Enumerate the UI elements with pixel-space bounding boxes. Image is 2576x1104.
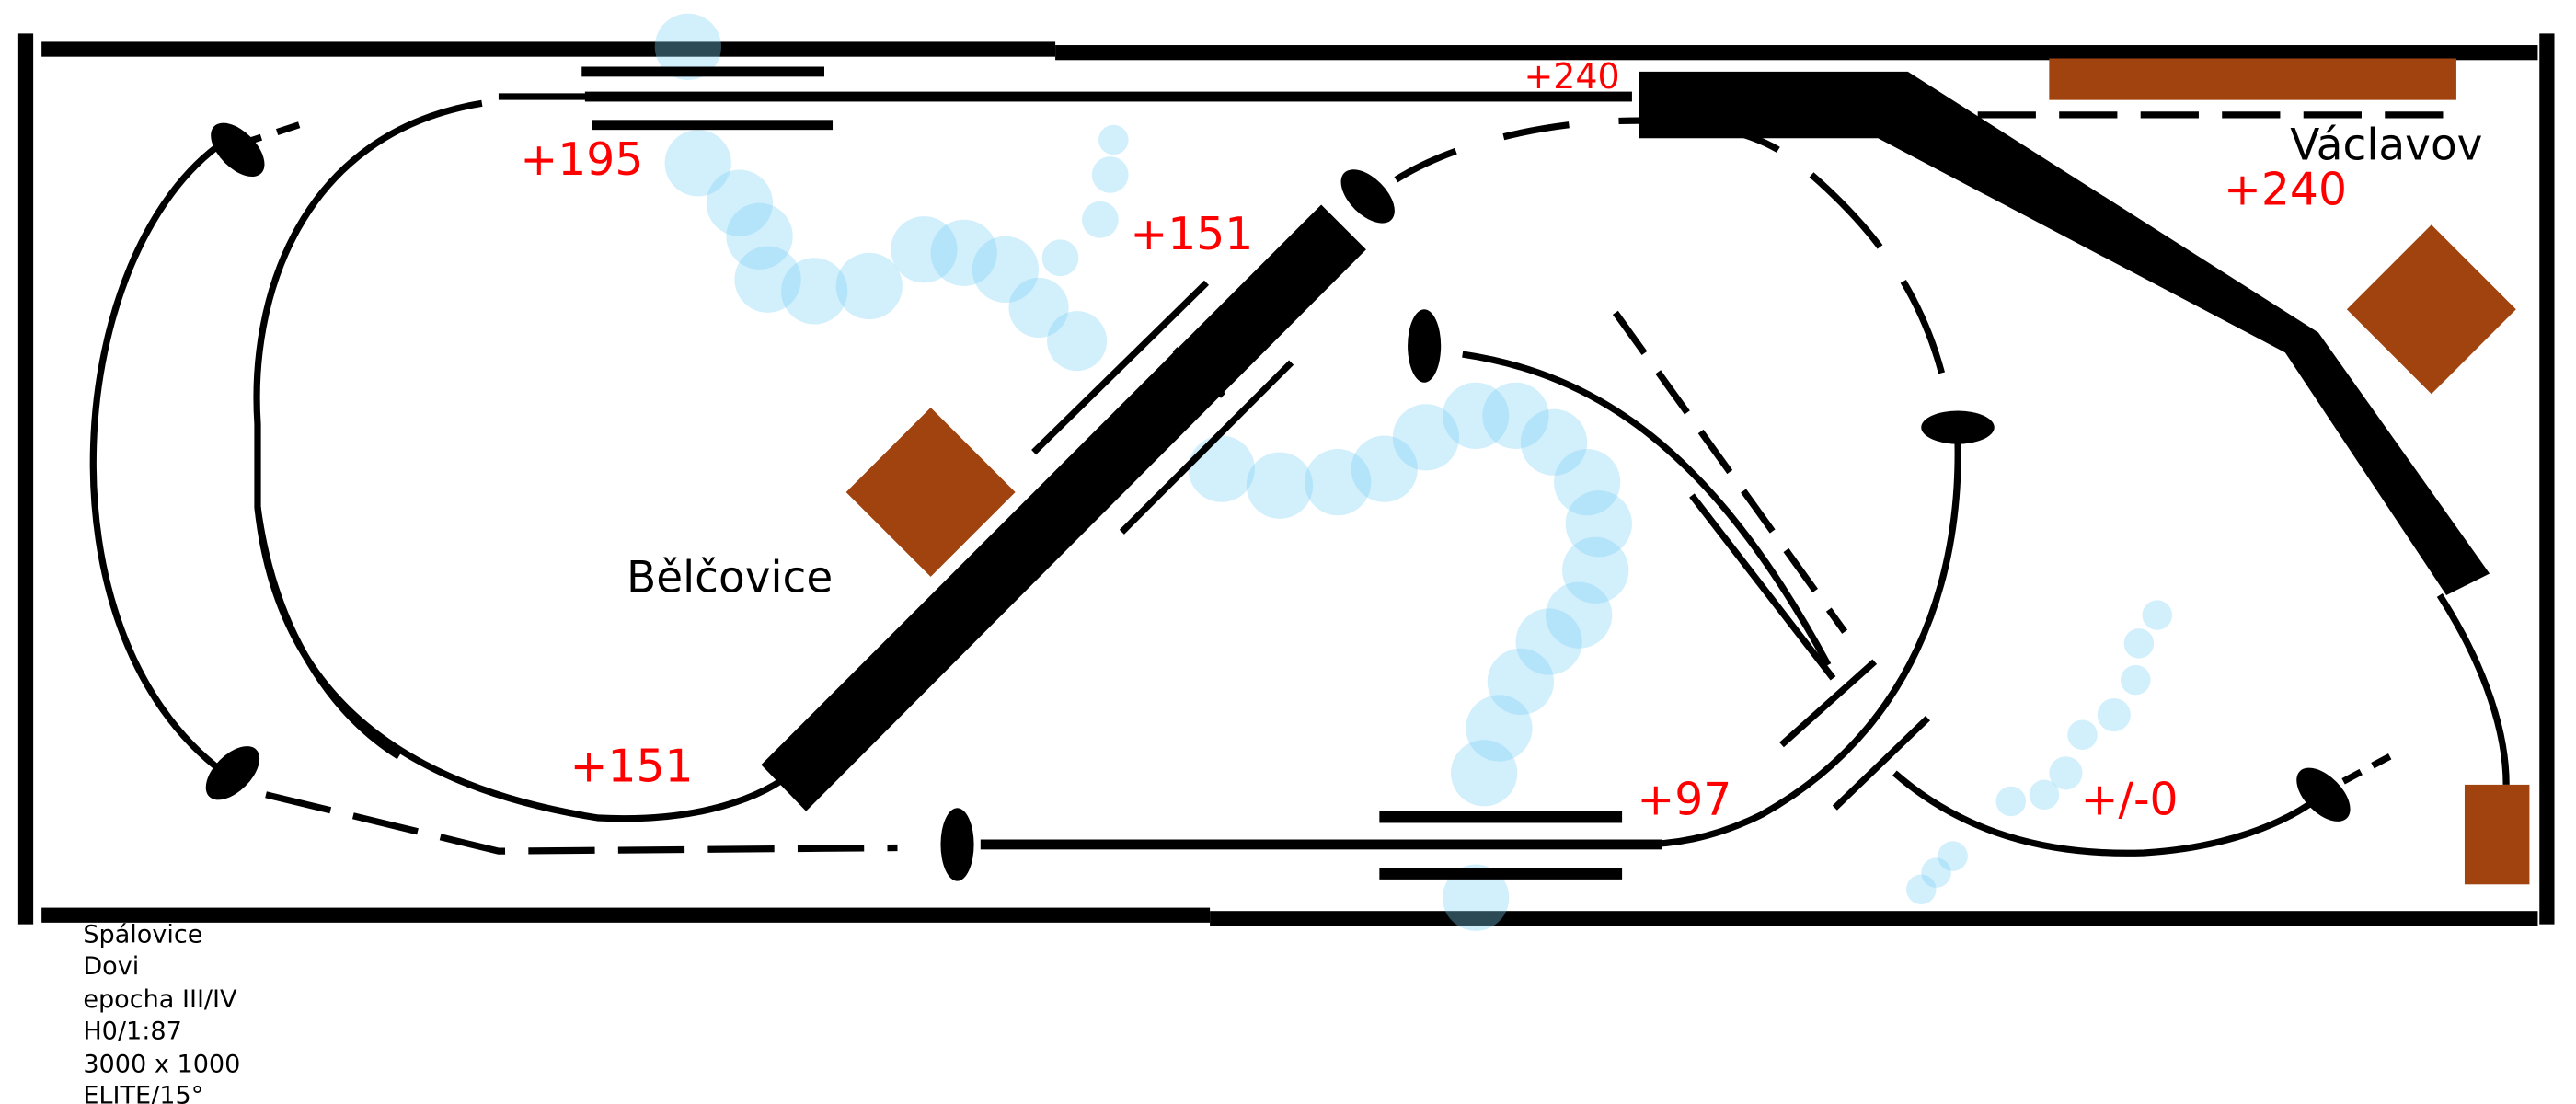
info-scale: H0/1:87 bbox=[83, 1017, 182, 1045]
height-label: +195 bbox=[520, 133, 643, 186]
height-label: +151 bbox=[1130, 208, 1253, 260]
info-size: 3000 x 1000 bbox=[83, 1050, 240, 1078]
info-epoch: epocha III/IV bbox=[83, 985, 237, 1014]
building-vaclavov-side bbox=[2346, 224, 2516, 395]
tracks bbox=[89, 66, 2510, 881]
info-block: Spálovice Dovi epocha III/IV H0/1:87 300… bbox=[83, 921, 240, 1104]
stream-water bbox=[654, 13, 2173, 931]
height-label: +240 bbox=[2224, 163, 2347, 215]
buildings bbox=[845, 58, 2530, 885]
building-vaclavov-station bbox=[2049, 58, 2456, 100]
height-label: +97 bbox=[1637, 773, 1731, 825]
height-label: +151 bbox=[570, 740, 694, 792]
building-corner bbox=[2464, 784, 2530, 885]
info-track-system: ELITE/15° bbox=[83, 1082, 203, 1104]
station-name-vaclavov: Václavov bbox=[2290, 121, 2482, 171]
info-layout-name: Spálovice bbox=[83, 921, 202, 949]
layout-frame bbox=[17, 33, 2555, 926]
buffer-stops bbox=[205, 122, 2351, 881]
height-label: +240 bbox=[1524, 56, 1620, 97]
station-name-belcovice: Bělčovice bbox=[627, 552, 833, 603]
height-label: +/-0 bbox=[2081, 773, 2179, 825]
info-author: Dovi bbox=[83, 952, 139, 981]
